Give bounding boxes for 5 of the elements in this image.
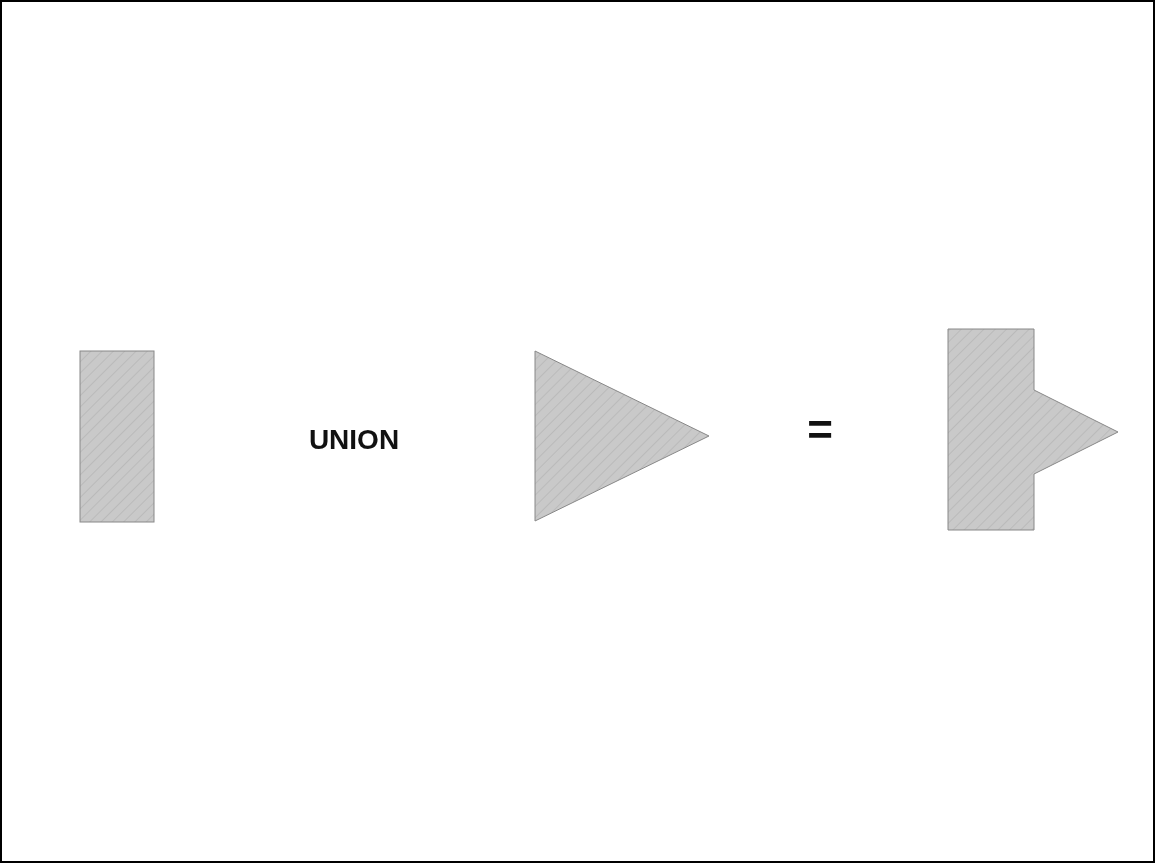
operation-label: UNION xyxy=(308,426,400,454)
triangle-shape xyxy=(534,350,710,522)
equals-sign: = xyxy=(807,408,833,452)
rectangle-shape xyxy=(79,350,155,523)
union-result-shape xyxy=(947,328,1119,531)
